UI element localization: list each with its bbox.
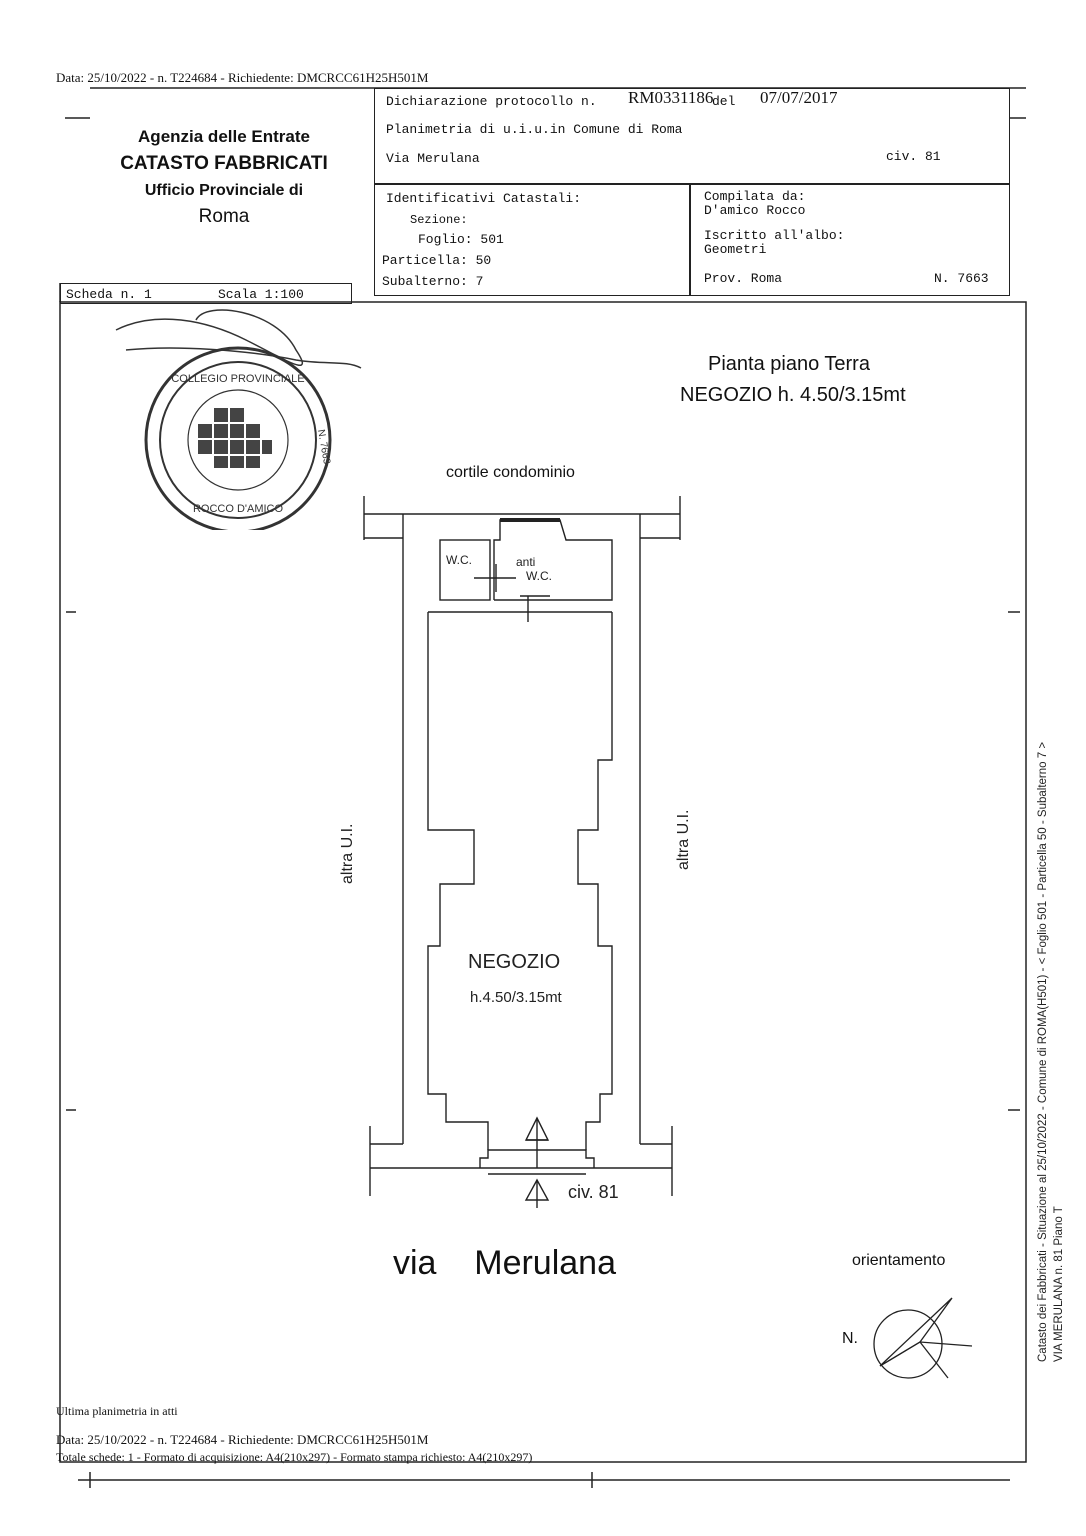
request-info-line: Data: 25/10/2022 - n. T224684 - Richiede… <box>56 70 429 85</box>
anti-wc-label: W.C. <box>526 569 552 583</box>
side-situation-text: Catasto dei Fabbricati - Situazione al 2… <box>1037 742 1065 1362</box>
anti-label: anti <box>516 555 535 569</box>
del-label: del <box>712 94 736 109</box>
street-label: via Merulana <box>393 1244 616 1282</box>
plan-title: Pianta piano Terra <box>708 353 870 375</box>
last-plan-note: Ultima planimetria in atti <box>56 1404 178 1418</box>
identifiers-title: Identificativi Catastali: <box>386 191 582 206</box>
box-divider <box>689 184 691 296</box>
province: Prov. Roma <box>704 271 783 286</box>
altra-ui-left-label: altra U.I. <box>339 824 356 884</box>
scheda-number: Scheda n. 1 <box>66 287 152 302</box>
orientation-label: orientamento <box>852 1252 946 1269</box>
scheda-box <box>60 283 352 304</box>
footer-request-info: Data: 25/10/2022 - n. T224684 - Richiede… <box>56 1432 429 1447</box>
compass-icon <box>873 1297 973 1379</box>
registration-number: N. 7663 <box>934 271 989 286</box>
street-name: Via Merulana <box>386 151 480 166</box>
albo-value: Geometri <box>704 242 767 257</box>
room-height: h.4.50/3.15mt <box>470 989 563 1006</box>
iscritto-label: Iscritto all'albo: <box>704 228 845 243</box>
scale-label: Scala 1:100 <box>218 287 304 302</box>
compilata-label: Compilata da: <box>704 189 806 204</box>
stamp-top-text: COLLEGIO PROVINCIALE <box>171 373 304 385</box>
geometra-stamp-icon: COLLEGIO PROVINCIALE ROCCO D'AMICO N. 76… <box>115 309 362 530</box>
ufficio-label: Ufficio Provinciale di <box>144 182 304 199</box>
footer-format-info: Totale schede: 1 - Formato di acquisizio… <box>56 1450 533 1464</box>
altra-ui-right-label: altra U.I. <box>675 810 692 870</box>
subalterno-value: Subalterno: 7 <box>382 274 484 289</box>
civic-number: civ. 81 <box>886 149 941 164</box>
plan-line: Planimetria di u.i.u.in Comune di Roma <box>386 122 683 137</box>
particella-value: Particella: 50 <box>382 253 492 268</box>
declaration-box <box>374 88 1010 184</box>
plan-subtitle: NEGOZIO h. 4.50/3.15mt <box>680 384 906 406</box>
ufficio-city: Roma <box>198 206 250 227</box>
protocol-number: RM0331186 <box>628 88 714 107</box>
compiler-name: D'amico Rocco <box>704 203 806 218</box>
agency-name: Agenzia delle Entrate <box>138 127 310 146</box>
protocol-date: 07/07/2017 <box>760 88 838 107</box>
stamp-bottom-text: ROCCO D'AMICO <box>193 503 284 515</box>
side-line-1: Catasto dei Fabbricati - Situazione al 2… <box>1037 742 1049 1362</box>
courtyard-label: cortile condominio <box>446 464 575 481</box>
protocol-label: Dichiarazione protocollo n. <box>386 94 597 109</box>
identifiers-box <box>374 184 1010 296</box>
catasto-title: CATASTO FABBRICATI <box>120 153 328 174</box>
sezione-label: Sezione: <box>410 213 468 227</box>
room-name: NEGOZIO <box>468 951 560 973</box>
foglio-value: Foglio: 501 <box>418 232 504 247</box>
side-line-2: VIA MERULANA n. 81 Piano T <box>1053 1206 1065 1362</box>
north-label: N. <box>842 1330 858 1347</box>
entrance-civic-label: civ. 81 <box>568 1182 619 1202</box>
wc-label: W.C. <box>446 553 472 567</box>
